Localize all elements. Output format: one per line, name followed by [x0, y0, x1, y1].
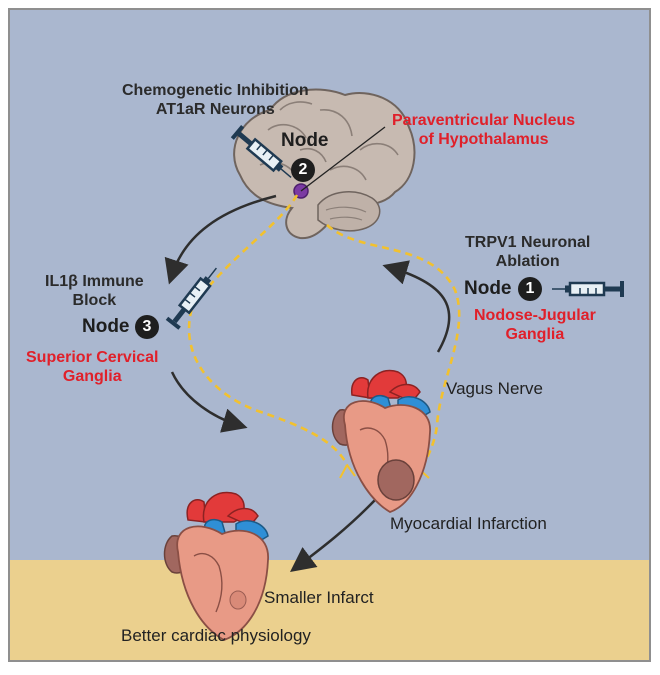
syringe-node-3-icon [165, 267, 217, 330]
node-3-badge [135, 315, 159, 339]
syringe-node-2-icon [230, 125, 292, 179]
nerve-endings [339, 464, 430, 482]
pvn-label: Paraventricular Nucleus of Hypothalamus [392, 111, 575, 149]
trpv1-label: TRPV1 Neuronal Ablation [465, 233, 590, 271]
nodose-label: Nodose-Jugular Ganglia [474, 306, 596, 344]
pvn-line-2: of Hypothalamus [418, 131, 549, 148]
ground-band [10, 560, 649, 660]
scg-line-1: Superior Cervical [26, 349, 159, 366]
trpv1-line-2: Ablation [495, 253, 560, 270]
scg-line-2: Ganglia [62, 368, 122, 385]
arrow-heart-to-ganglia [382, 260, 451, 353]
vagus-nerve-path [326, 224, 461, 471]
nodose-line-2: Ganglia [505, 326, 565, 343]
myocardial-infarction-label: Myocardial Infarction [390, 514, 547, 533]
node-2-number: 2 [298, 161, 308, 178]
chemogenetic-line-1: Chemogenetic Inhibition [122, 82, 309, 99]
arrow-mi-to-outcome [290, 499, 376, 573]
node-1-badge [518, 277, 542, 301]
il1b-label: IL1β Immune Block [45, 272, 144, 310]
better-physiology-label: Better cardiac physiology [121, 626, 311, 645]
syringe-node-1-icon [552, 281, 624, 297]
nodose-line-1: Nodose-Jugular [474, 307, 596, 324]
brain [233, 88, 416, 240]
vagus-nerve-label: Vagus Nerve [446, 379, 544, 398]
sympathetic-nerve-path [187, 194, 349, 466]
node-2-label: Node [281, 130, 329, 151]
scg-label: Superior Cervical Ganglia [26, 348, 159, 386]
healthy-heart [163, 491, 269, 641]
node-1-number: 1 [525, 280, 535, 297]
arrow-scg-to-heart [170, 371, 248, 433]
smaller-infarct-label: Smaller Infarct [264, 588, 374, 607]
arrow-brain-to-scg [164, 194, 277, 285]
node-3-number: 3 [142, 318, 152, 335]
il1b-line-1: IL1β Immune [45, 273, 144, 290]
node-2-badge [291, 158, 315, 182]
trpv1-line-1: TRPV1 Neuronal [465, 234, 591, 251]
infarcted-heart [331, 369, 431, 513]
pvn-leader-line [300, 126, 386, 192]
chemogenetic-label: Chemogenetic Inhibition AT1aR Neurons [122, 81, 309, 119]
il1b-line-2: Block [72, 292, 117, 309]
pvn-line-1: Paraventricular Nucleus [392, 112, 576, 129]
node-3-label: Node [82, 316, 130, 337]
node-1-label: Node [464, 278, 512, 299]
chemogenetic-line-2: AT1aR Neurons [155, 101, 275, 118]
